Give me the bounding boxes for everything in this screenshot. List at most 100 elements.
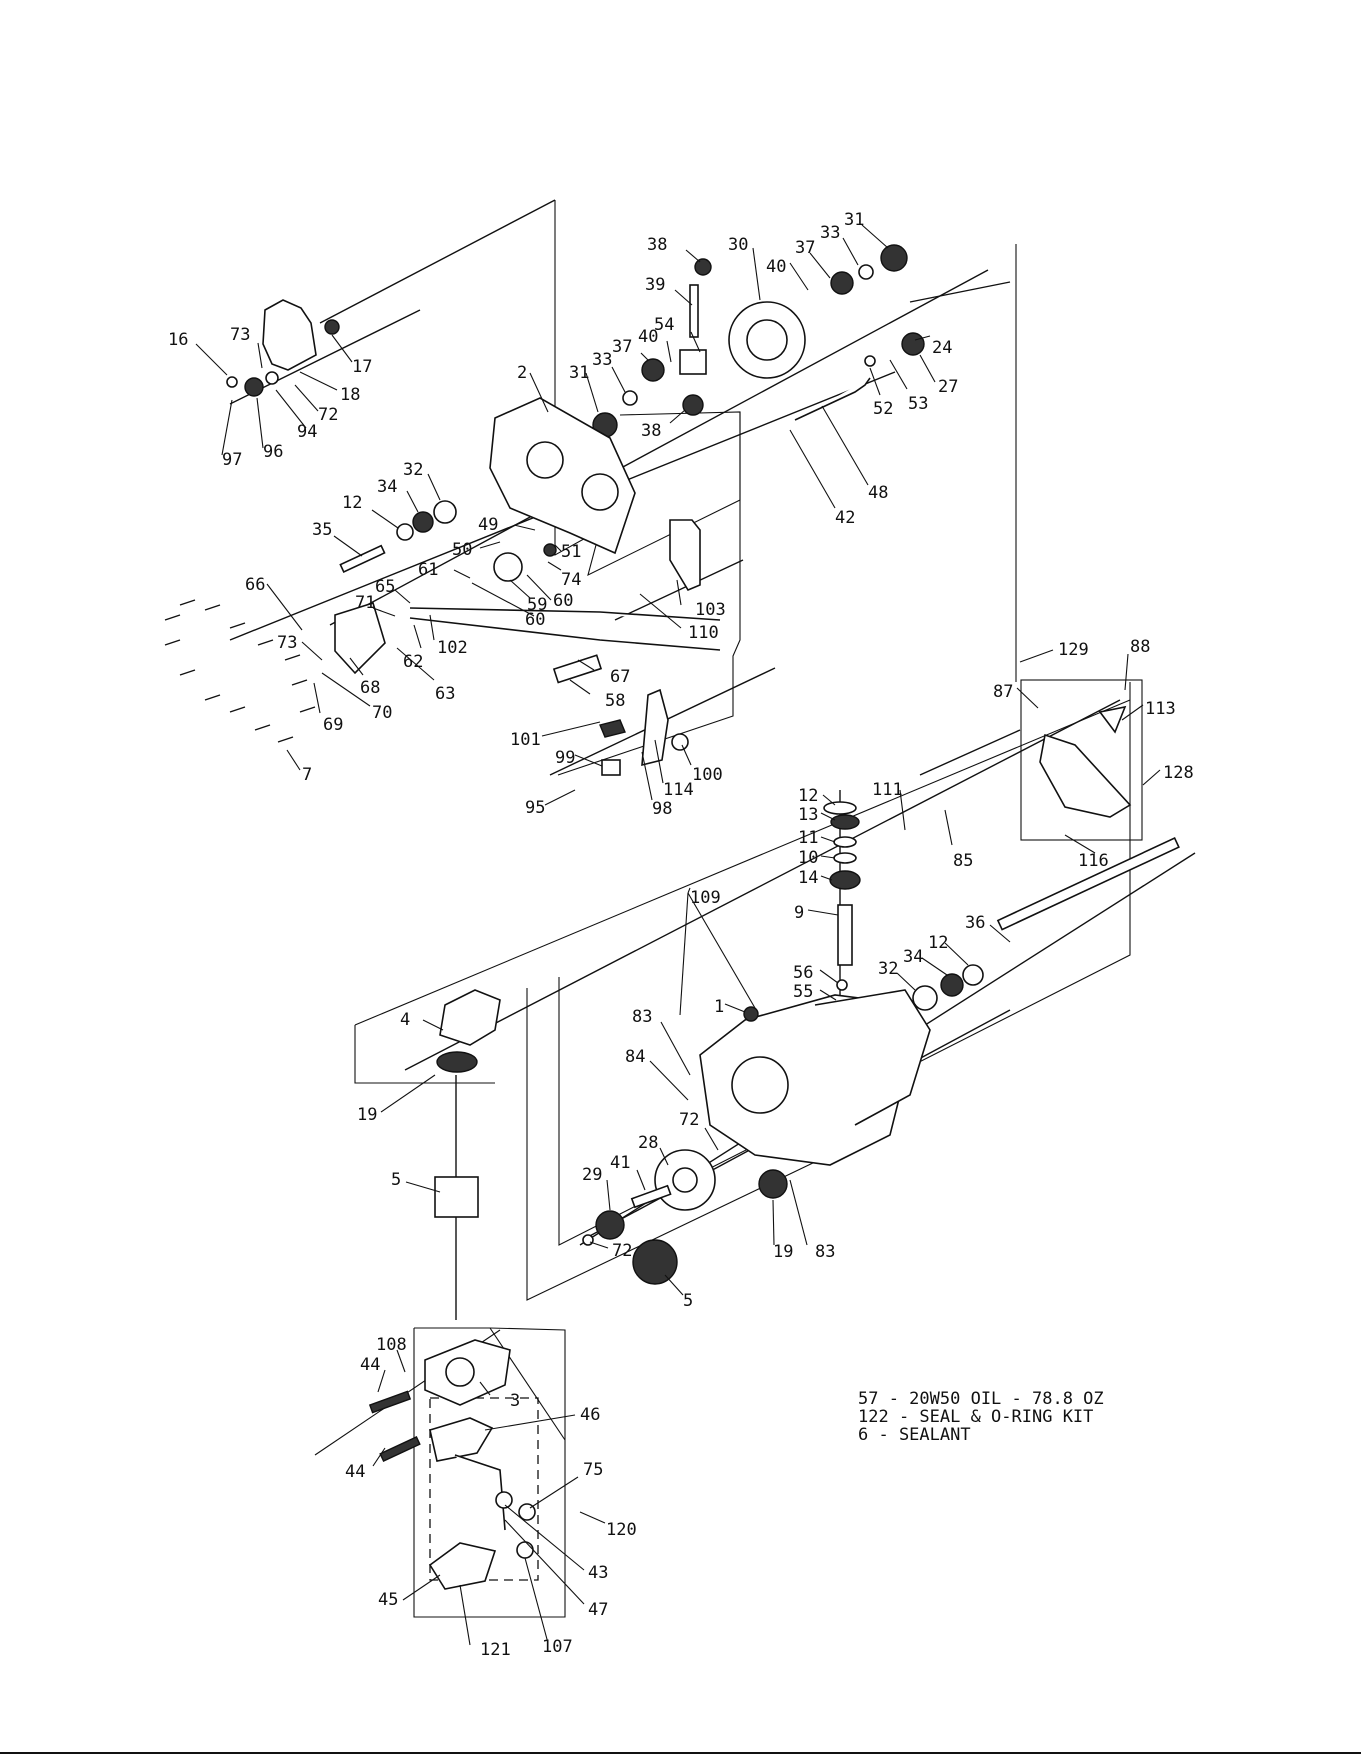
callout-99: 99 <box>555 748 575 768</box>
callout-34: 34 <box>903 947 923 967</box>
callout-1: 1 <box>714 997 724 1017</box>
callout-9: 9 <box>794 903 804 923</box>
callout-65: 65 <box>375 577 395 597</box>
bottom-rule <box>0 1752 1361 1754</box>
callout-111: 111 <box>872 780 903 800</box>
callout-113: 113 <box>1145 699 1176 719</box>
callout-37: 37 <box>795 238 815 258</box>
callout-5: 5 <box>683 1291 693 1311</box>
washer-17 <box>324 319 340 335</box>
callout-110: 110 <box>688 623 719 643</box>
bolt-field <box>164 599 316 743</box>
callout-101: 101 <box>510 730 541 750</box>
callout-30: 30 <box>728 235 748 255</box>
leader-lines <box>195 224 1161 1646</box>
callout-58: 58 <box>605 691 625 711</box>
block-5-center <box>632 1239 678 1285</box>
bearing-19-left <box>436 1051 478 1073</box>
callout-12: 12 <box>798 786 818 806</box>
nut-1 <box>743 1006 759 1022</box>
note-sealant: 6 - SEALANT <box>858 1425 971 1445</box>
parts <box>164 244 1180 1590</box>
callout-67: 67 <box>610 667 630 687</box>
callout-51: 51 <box>561 542 581 562</box>
callout-56: 56 <box>793 963 813 983</box>
callout-39: 39 <box>645 275 665 295</box>
callout-29: 29 <box>582 1165 602 1185</box>
callout-60: 60 <box>525 610 545 630</box>
callout-73: 73 <box>277 633 297 653</box>
callout-42: 42 <box>835 508 855 528</box>
bearing-34-right <box>940 973 964 997</box>
ring-12-right <box>962 964 984 986</box>
callout-95: 95 <box>525 798 545 818</box>
callout-19: 19 <box>773 1242 793 1262</box>
rods-102 <box>409 607 721 621</box>
callout-103: 103 <box>695 600 726 620</box>
callout-2: 2 <box>517 363 527 383</box>
callout-107: 107 <box>542 1637 573 1657</box>
callout-10: 10 <box>798 848 818 868</box>
washer-33-right <box>858 264 874 280</box>
callout-24: 24 <box>932 338 952 358</box>
axle-36 <box>996 836 1180 931</box>
washer-107 <box>516 1541 534 1559</box>
fork-113 <box>1098 705 1127 734</box>
callout-59: 59 <box>527 595 547 615</box>
callout-40: 40 <box>766 257 786 277</box>
washer-33-left <box>622 390 638 406</box>
callout-38: 38 <box>647 235 667 255</box>
ring-10 <box>833 852 857 864</box>
callout-55: 55 <box>793 982 813 1002</box>
callout-19: 19 <box>357 1105 377 1125</box>
disc-59 <box>493 552 523 582</box>
callout-35: 35 <box>312 520 332 540</box>
callout-31: 31 <box>569 363 589 383</box>
callout-63: 63 <box>435 684 455 704</box>
callout-33: 33 <box>592 350 612 370</box>
bearing-19-center <box>758 1169 788 1199</box>
washer-51 <box>543 543 557 557</box>
callout-83: 83 <box>815 1242 835 1262</box>
callout-84: 84 <box>625 1047 645 1067</box>
callout-100: 100 <box>692 765 723 785</box>
callout-49: 49 <box>478 515 498 535</box>
bracket-part <box>262 299 317 371</box>
washer-56 <box>836 979 848 991</box>
callout-73: 73 <box>230 325 250 345</box>
callout-46: 46 <box>580 1405 600 1425</box>
gear-37-right <box>830 271 854 295</box>
block-99 <box>601 759 621 776</box>
callout-31: 31 <box>844 210 864 230</box>
callout-69: 69 <box>323 715 343 735</box>
gear-31-right <box>880 244 908 272</box>
callout-16: 16 <box>168 330 188 350</box>
note-oil: 57 - 20W50 OIL - 78.8 OZ <box>858 1389 1104 1409</box>
shift-rod-48 <box>794 377 871 421</box>
callout-12: 12 <box>342 493 362 513</box>
callout-3: 3 <box>510 1391 520 1411</box>
bracket-103 <box>669 519 701 592</box>
callout-32: 32 <box>403 460 423 480</box>
callout-85: 85 <box>953 851 973 871</box>
callout-45: 45 <box>378 1590 398 1610</box>
callout-102: 102 <box>437 638 468 658</box>
note-seal-kit: 122 - SEAL & O-RING KIT <box>858 1407 1094 1427</box>
fitting-75a <box>495 1491 513 1509</box>
callout-50: 50 <box>452 540 472 560</box>
filter-45 <box>428 1542 497 1590</box>
callout-44: 44 <box>345 1462 365 1482</box>
callout-68: 68 <box>360 678 380 698</box>
body-4 <box>439 989 501 1046</box>
pin-41 <box>630 1184 672 1209</box>
callout-36: 36 <box>965 913 985 933</box>
callout-71: 71 <box>355 593 375 613</box>
callout-14: 14 <box>798 868 818 888</box>
callout-41: 41 <box>610 1153 630 1173</box>
gear-37-left <box>641 358 665 382</box>
boundary-lines <box>314 200 1143 1618</box>
callout-61: 61 <box>418 560 438 580</box>
parts-notes: 57 - 20W50 OIL - 78.8 OZ 122 - SEAL & O-… <box>858 1390 1104 1444</box>
cover-116 <box>1039 733 1132 818</box>
callout-116: 116 <box>1078 851 1109 871</box>
